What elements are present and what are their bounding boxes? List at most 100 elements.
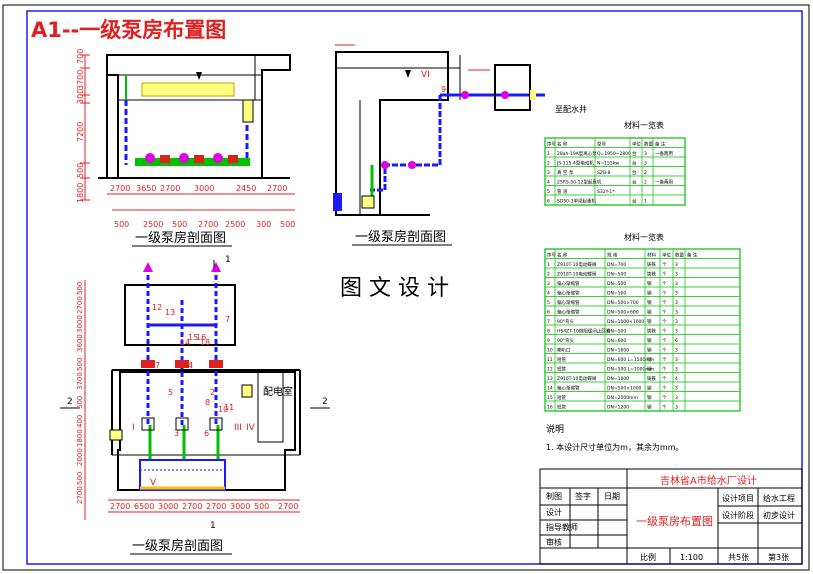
dim-c-bottom: 6500 xyxy=(134,502,154,511)
table-cell: 3 xyxy=(675,310,678,316)
table-cell: 钢 xyxy=(647,356,652,363)
item-number: 2 xyxy=(210,388,215,397)
roman-label: IV xyxy=(246,423,256,433)
table-cell: DN=2000mm xyxy=(607,395,638,401)
table-cell: 铸铁 xyxy=(647,375,656,382)
table-cell: 钢 xyxy=(647,290,652,297)
item-number: 13 xyxy=(165,308,175,317)
dim-a-bottom: 3000 xyxy=(194,184,214,193)
pump-room-plan xyxy=(117,371,296,491)
table-cell: 一备两用 xyxy=(655,179,673,186)
dim-c-left: 3000 xyxy=(76,315,84,333)
table-cell: 偏心渐缩管 xyxy=(557,309,580,316)
title-block-cell: 共5张 xyxy=(728,553,749,562)
table-cell: 喇叭口 xyxy=(557,347,571,354)
table-cell: 个 xyxy=(662,291,667,297)
title-block-cell: 设计 xyxy=(546,507,562,517)
dim-a-bottom: 2700 xyxy=(160,184,180,193)
table-cell: 钢 xyxy=(647,347,652,354)
table-cell: 90°弯头 xyxy=(557,337,574,344)
table-cell: 4 xyxy=(547,180,550,186)
roman-label: V xyxy=(150,478,157,488)
electric-room xyxy=(257,371,284,443)
table-header-cell: 数量 xyxy=(644,141,653,148)
table-cell: 3 xyxy=(547,170,550,176)
table-cell: 个 xyxy=(662,367,667,373)
pump-row-a xyxy=(135,153,250,166)
item-number: 10 xyxy=(218,405,228,414)
table-cell: 钢 xyxy=(647,366,652,373)
item-number: 18 xyxy=(200,338,210,347)
table-header-cell: 规 格 xyxy=(607,252,618,259)
table-cell: 铸铁 xyxy=(647,261,656,268)
table-cell: DN=1000 xyxy=(607,376,629,382)
table-cell: DN=600 xyxy=(607,338,626,344)
table-cell: 6 xyxy=(547,199,550,205)
dim-a-left: 500 xyxy=(76,163,85,178)
dim-c-left: 2700 xyxy=(76,486,84,504)
item-number: 14 xyxy=(180,338,190,347)
dim-a-left: 700 xyxy=(76,49,85,64)
table-cell: 个 xyxy=(662,348,667,354)
table-cell: 4 xyxy=(547,291,550,297)
table-cell: 10 xyxy=(547,348,553,354)
table-cell: Z910T-10电动蝶阀 xyxy=(557,271,597,278)
table-header-cell: 名 称 xyxy=(557,141,568,148)
dim-c-left: 1800 xyxy=(76,429,84,447)
table-cell: DN=500 xyxy=(607,272,626,278)
cut-marker: 2 xyxy=(322,397,328,407)
dim-a-bottom: 500 xyxy=(280,220,295,229)
roman-label: I xyxy=(132,423,135,433)
table-cell: 15 xyxy=(547,395,553,401)
table-cell: 3 xyxy=(675,329,678,335)
dim-c-bottom: 2700 xyxy=(206,502,226,511)
table-cell: 1 xyxy=(644,199,647,205)
drawing-name: 一级泵房布置图 xyxy=(636,515,713,528)
company-name: 吉林省A市给水厂设计 xyxy=(660,474,757,487)
table-cell: DN=500 L=1000mm xyxy=(607,367,654,373)
inner-frame-blue xyxy=(26,10,803,565)
table-cell: DN=1200 xyxy=(607,405,629,411)
table-cell: 钢 xyxy=(647,280,652,287)
section-label: 一级泵房剖面图 xyxy=(355,229,446,245)
table-header-cell: 型号 xyxy=(597,141,606,148)
dim-a-bottom: 2500 xyxy=(143,220,163,229)
dim-c-left: 2000 xyxy=(76,448,84,466)
dim-c-left: 500 xyxy=(76,358,84,371)
table-cell: Z910T-10电动蝶阀 xyxy=(557,261,597,268)
table-header-cell: 名 称 xyxy=(557,252,568,259)
table-cell: 钢 xyxy=(647,299,652,306)
table-cell: DN=1000×1000 xyxy=(607,319,644,325)
table-cell: 个 xyxy=(662,329,667,335)
dim-a-bottom: 2700 xyxy=(110,184,130,193)
table-cell: 5 xyxy=(547,189,550,195)
table-cell: 2 xyxy=(547,161,550,167)
dim-c-bottom: 2700 xyxy=(278,502,298,511)
table-title: 材料一览表 xyxy=(624,232,664,242)
room-label: 配电室 xyxy=(263,385,293,398)
dim-c-bottom: 3000 xyxy=(158,502,178,511)
table-header-cell: 序号 xyxy=(547,141,556,148)
dim-a-bottom: 3650 xyxy=(136,184,156,193)
crane-beam xyxy=(141,82,235,97)
table-cell: 个 xyxy=(662,376,667,382)
table-cell: 3 xyxy=(675,348,678,354)
title-block-cell: 设计阶段 xyxy=(722,510,754,520)
table-cell: 个 xyxy=(662,262,667,268)
table-header-cell: 单位 xyxy=(632,141,641,148)
cut-marker: 1 xyxy=(210,521,216,531)
dim-a-left: 3700 xyxy=(76,70,85,90)
table-cell: 13 xyxy=(547,376,553,382)
table-cell: 12 xyxy=(547,367,553,373)
item-number: 17 xyxy=(150,361,160,370)
table-cell: 3 xyxy=(675,386,678,392)
table-cell: 个 xyxy=(662,338,667,344)
table-cell: DN=500 xyxy=(607,281,626,287)
table-cell: 个 xyxy=(662,281,667,287)
table-cell: 铸铁 xyxy=(647,328,656,335)
table-cell: 3 xyxy=(675,281,678,287)
outlet-label: 至配水井 xyxy=(555,104,587,114)
table-cell: 3 xyxy=(675,357,678,363)
title-block-cell: 初步设计 xyxy=(763,510,795,520)
